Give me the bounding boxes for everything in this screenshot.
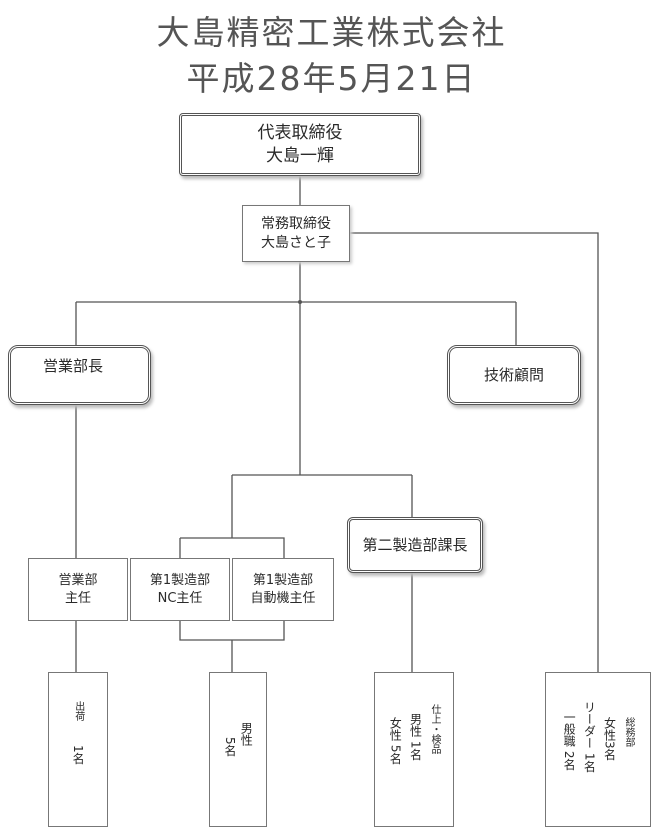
staff-finishing-box: 仕上・検品 男性 1名 女性 5名 (374, 672, 454, 827)
staff-finish-label: 仕上・検品 (428, 703, 440, 754)
managing-director-box: 常務取締役 大島さと子 (242, 205, 350, 262)
sales-chief-line2: 主任 (64, 590, 91, 606)
ceo-name: 大島一輝 (266, 145, 334, 166)
ceo-box: 代表取締役 大島一輝 (179, 113, 421, 176)
staff-male-label: 男性 (239, 721, 254, 746)
mfg2-manager-title: 第二製造部課長 (362, 535, 468, 554)
ceo-title: 代表取締役 (257, 122, 343, 143)
sales-head-box: 営業部長 (8, 345, 151, 405)
mfg1-nc-line2: NC主任 (157, 590, 203, 606)
chart-date: 平成28年5月21日 (186, 59, 477, 98)
staff-shipping-count: 1名 (71, 745, 86, 765)
staff-shipping-label: 出荷 (72, 701, 84, 721)
mfg1-auto-line2: 自動機主任 (250, 590, 316, 606)
mfg1-auto-chief-box: 第1製造部 自動機主任 (232, 558, 334, 621)
staff-admin-leader: リーダー 1名 (582, 701, 597, 773)
sales-head-title: 営業部長 (43, 357, 104, 375)
staff-finish-male: 男性 1名 (408, 713, 423, 761)
staff-admin-female: 女性3名 (602, 716, 617, 761)
tech-adviser-box: 技術顧問 (447, 345, 581, 405)
tech-adviser-title: 技術顧問 (483, 365, 544, 384)
sales-chief-box: 営業部 主任 (28, 558, 128, 621)
mfg1-auto-line1: 第1製造部 (252, 572, 314, 588)
staff-finish-female: 女性 5名 (388, 717, 403, 765)
staff-admin-general: 一般職 2名 (562, 711, 577, 771)
staff-male-count: 5名 (223, 737, 237, 757)
staff-admin-box: 総務部 女性3名 リーダー 1名 一般職 2名 (545, 672, 651, 827)
managing-director-title: 常務取締役 (261, 215, 331, 232)
mfg1-nc-chief-box: 第1製造部 NC主任 (130, 558, 230, 621)
staff-male-box: 男性 5名 (209, 672, 267, 827)
company-name: 大島精密工業株式会社 (156, 13, 507, 52)
staff-admin-label: 総務部 (623, 716, 635, 747)
sales-chief-line1: 営業部 (58, 572, 98, 588)
staff-shipping-box: 出荷 1名 (48, 672, 108, 827)
managing-director-name: 大島さと子 (261, 234, 331, 251)
mfg2-manager-box: 第二製造部課長 (347, 517, 483, 573)
mfg1-nc-line1: 第1製造部 (149, 572, 211, 588)
